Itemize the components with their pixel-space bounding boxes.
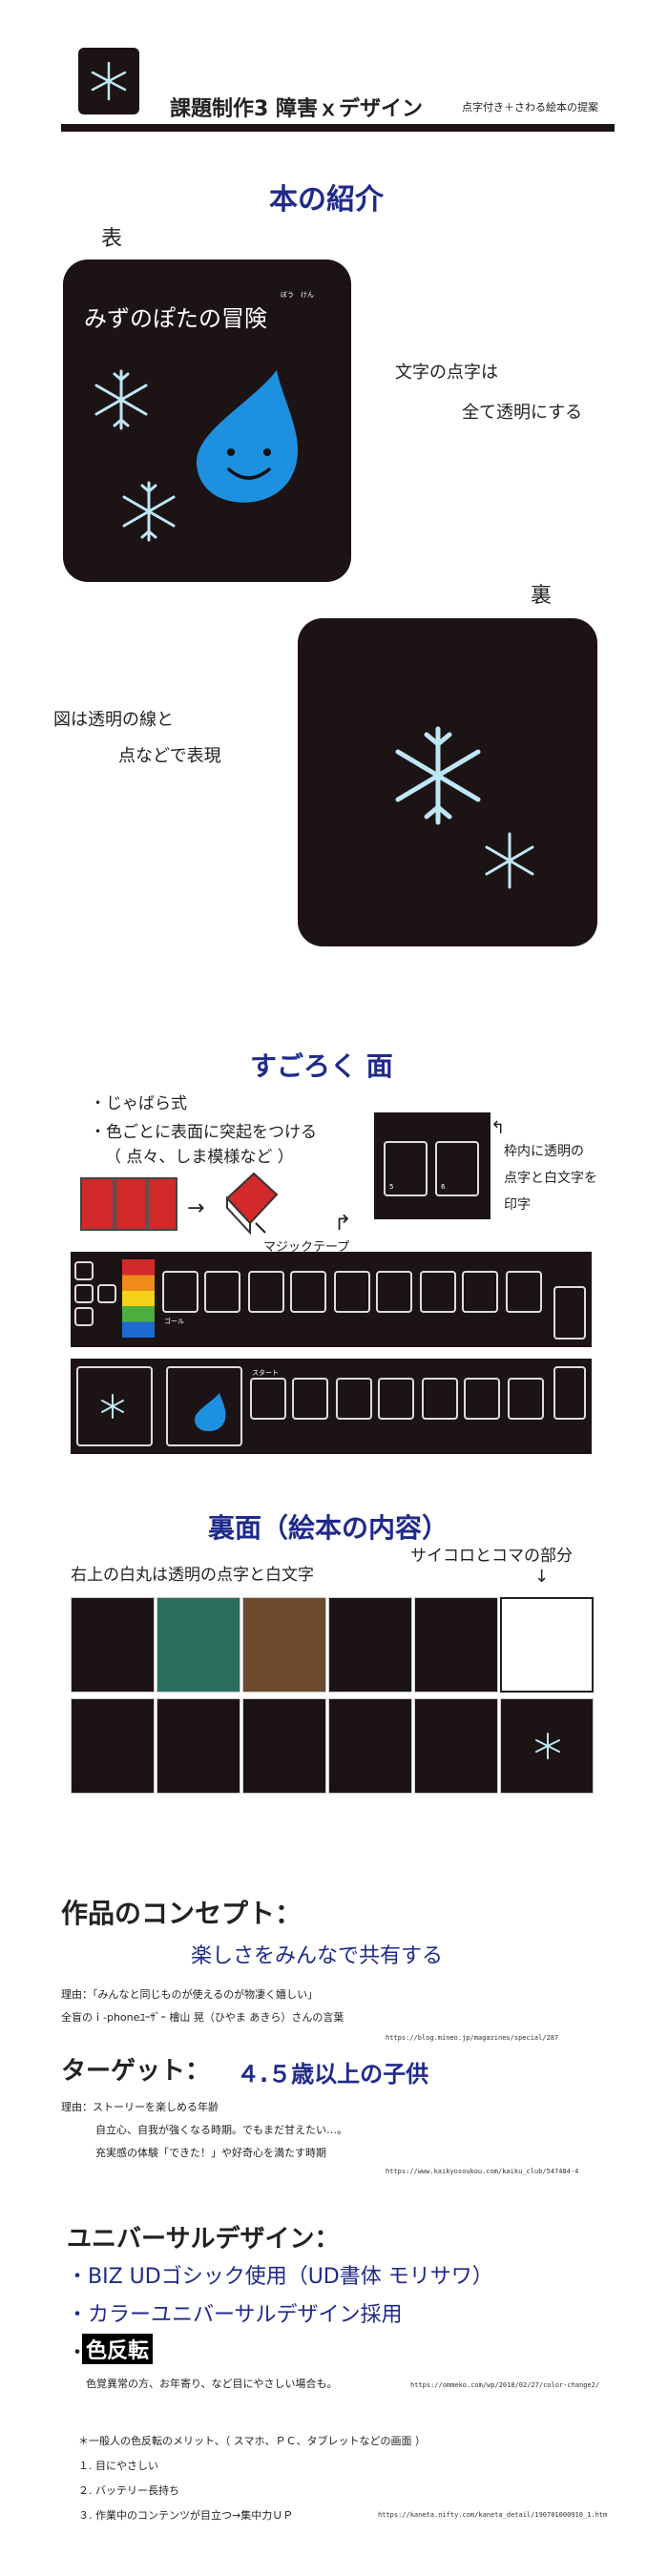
board-row-top: ゴール — [71, 1252, 592, 1347]
back-pages-note-left: 右上の白丸は透明の点字と白文字 — [71, 1566, 314, 1585]
goal-label: ゴール — [164, 1318, 184, 1325]
back-label: 裏 — [531, 584, 553, 608]
url-3: https://ommeko.com/wp/2018/02/27/color-c… — [410, 2381, 600, 2389]
front-cover: ぼう けん みずのぽたの冒険 — [63, 260, 351, 582]
header: 課題制作3 障害ｘデザイン 点字付き＋さわる絵本の提案 — [0, 0, 668, 134]
front-note-2: 全て透明にする — [462, 403, 583, 423]
url-4: https://kaneta.nifty.com/kaneta_detail/1… — [378, 2511, 608, 2519]
url-2: https://www.kaikyosoukou.com/kaiku_club/… — [386, 2168, 579, 2175]
cover-ruby: ぼう けん — [281, 291, 314, 299]
concept-reason-2: 全盲のｉ-phoneﾕｰｻﾞｰ 檜山 晃（ひやま あきら）さんの言葉 — [61, 2011, 344, 2024]
arrow-icon: ↓ — [534, 1567, 550, 1587]
water-drop-character-icon — [195, 1393, 226, 1432]
dice-piece-area — [500, 1597, 594, 1693]
header-rule — [61, 124, 615, 132]
water-drop-character-icon — [196, 370, 299, 503]
sugoroku-bullet-1: ・じゃばら式 — [90, 1094, 187, 1113]
start-label: スタート — [252, 1369, 279, 1377]
merit-heading: ＊一般人の色反転のメリット、（ スマホ、ＰＣ、タブレットなどの画面 ） — [78, 2435, 426, 2447]
color-strip — [122, 1259, 155, 1338]
ud-item-3-desc: 色覚異常の方、お年寄り、など目にやさしい場合も。 — [86, 2378, 338, 2390]
mini-cover — [76, 1366, 153, 1446]
snowflake-icon — [395, 726, 481, 825]
sugoroku-bullet-2: ・色ごとに表面に突起をつける — [90, 1123, 317, 1142]
frame-note-3: 印字 — [504, 1197, 531, 1213]
merit-1: １. 目にやさしい — [78, 2460, 158, 2472]
logo-tile — [78, 48, 139, 114]
picture-pages-row-1 — [71, 1597, 594, 1693]
ud-item-2: ・カラーユニバーサルデザイン採用 — [67, 2303, 403, 2327]
arrow-icon: → — [187, 1196, 205, 1220]
cover-title: みずのぽたの冒険 — [84, 305, 267, 332]
tape-label: マジックテープ — [263, 1240, 350, 1255]
frame-note-2: 点字と白文字を — [504, 1171, 597, 1186]
back-pages-note-right: サイコロとコマの部分 — [410, 1547, 573, 1566]
back-note-2: 点などで表現 — [118, 746, 221, 766]
cell-number: 6 — [441, 1183, 446, 1191]
frame-note-1: 枠内に透明の — [504, 1144, 584, 1159]
front-note-1: 文字の点字は — [395, 363, 498, 383]
header-subtitle: 点字付き＋さわる絵本の提案 — [462, 101, 598, 114]
header-title: 課題制作3 障害ｘデザイン — [170, 97, 423, 121]
sugoroku-bullet-3: （ 点々、しま模様など ） — [105, 1148, 294, 1167]
back-pages-heading: 裏面（絵本の内容） — [208, 1512, 449, 1544]
board-row-bottom: スタート — [71, 1359, 592, 1454]
target-reason-2: 自立心、自我が強くなる時期。でもまだ甘えたい…。 — [95, 2124, 347, 2136]
accordion-book — [80, 1177, 177, 1231]
board-frame-detail: 5 6 — [374, 1112, 491, 1219]
cell-number: 5 — [389, 1183, 394, 1191]
back-cover — [298, 618, 597, 946]
snowflake-icon — [94, 369, 148, 430]
intro-heading: 本の紹介 — [269, 183, 384, 217]
ud-heading: ユニバーサルデザイン： — [67, 2225, 340, 2254]
arrow-icon: ↰ — [491, 1118, 506, 1138]
url-1: https://blog.mineo.jp/magazines/special/… — [386, 2034, 559, 2042]
snowflake-icon — [485, 832, 534, 889]
back-note-1: 図は透明の線と — [53, 710, 174, 730]
front-label: 表 — [101, 227, 123, 251]
target-reason-1: 理由：ストーリーを楽しめる年齢 — [61, 2101, 219, 2113]
concept-reason-1: 理由：「みんなと同じものが使えるのが物凄く嬉しい」 — [61, 1988, 319, 2001]
snowflake-icon — [535, 1733, 560, 1759]
ud-item-3: 色反転 — [82, 2334, 154, 2364]
target-value: ４.５歳以上の子供 — [237, 2061, 429, 2088]
concept-subheading: 楽しさをみんなで共有する — [191, 1944, 444, 1968]
snowflake-icon — [122, 481, 176, 542]
picture-pages-row-2 — [71, 1698, 594, 1794]
mini-cover-front — [166, 1366, 242, 1446]
ud-item-1: ・BIZ UDゴシック使用（UD書体 モリサワ） — [67, 2265, 493, 2289]
target-heading: ターゲット： — [61, 2057, 211, 2086]
target-reason-3: 充実感の体験「できた！」や好奇心を満たす時期 — [95, 2147, 326, 2159]
snowflake-icon — [101, 1394, 124, 1419]
merit-3: ３. 作業中のコンテンツが目立つ→集中力ＵＰ — [78, 2509, 294, 2522]
arrow-icon: ↱ — [334, 1212, 352, 1236]
merit-2: ２. バッテリー長持ち — [78, 2484, 179, 2497]
snowflake-icon — [91, 61, 127, 101]
sugoroku-heading: すごろく 面 — [250, 1050, 393, 1082]
concept-heading: 作品のコンセプト： — [61, 1898, 303, 1929]
folded-book-icon — [225, 1172, 279, 1236]
